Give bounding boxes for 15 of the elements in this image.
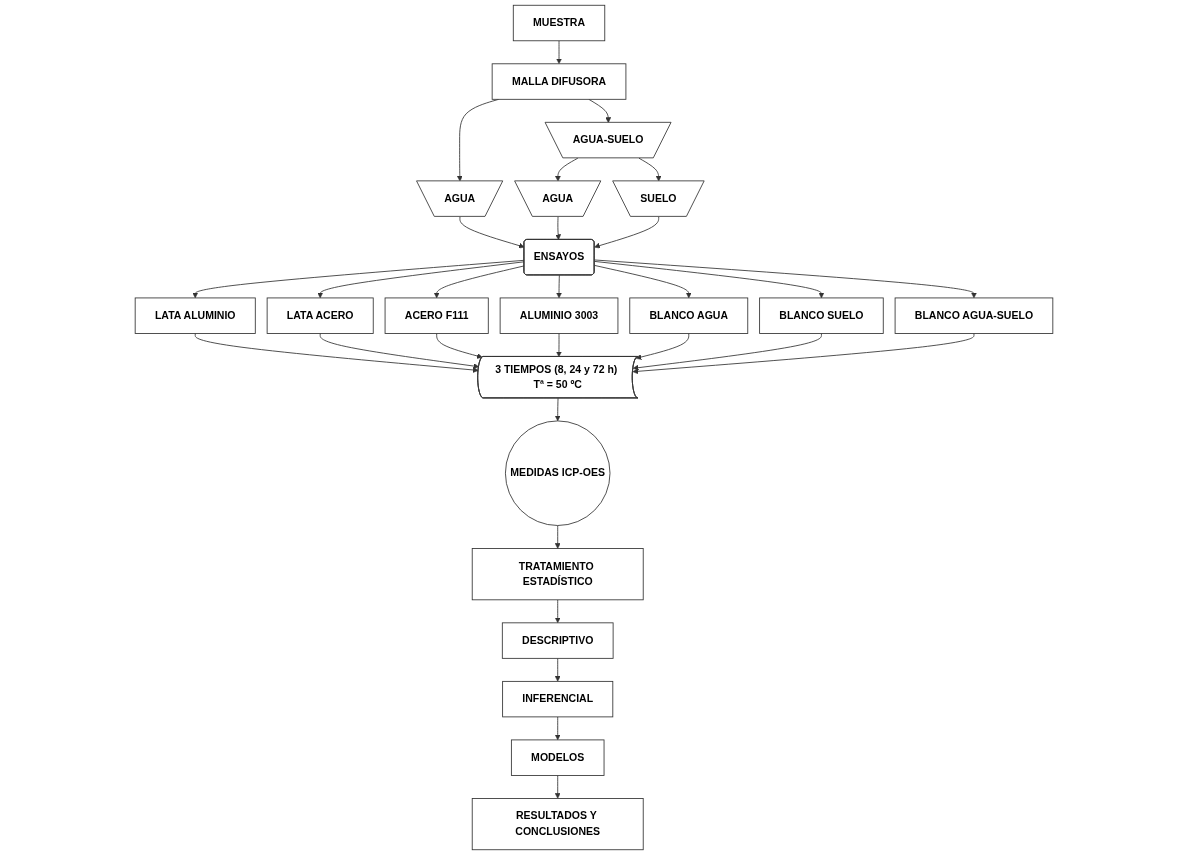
node-box: BLANCO SUELO bbox=[759, 297, 884, 334]
node-box: MODELOS bbox=[510, 739, 605, 776]
node-box: BLANCO AGUA bbox=[629, 297, 749, 334]
node-box: LATA ACERO bbox=[266, 297, 374, 334]
node-circle: MEDIDAS ICP-OES bbox=[505, 420, 611, 526]
node-box: ALUMINIO 3003 bbox=[499, 297, 619, 334]
node-box: RESULTADOS Y CONCLUSIONES bbox=[471, 798, 644, 851]
node-box: ACERO F111 bbox=[384, 297, 489, 334]
node-box: MUESTRA bbox=[512, 4, 606, 42]
node-box: LATA ALUMINIO bbox=[134, 297, 256, 334]
node-box: DESCRIPTIVO bbox=[501, 622, 614, 659]
node-box: BLANCO AGUA-SUELO bbox=[894, 297, 1054, 334]
node-box: TRATAMIENTO ESTADÍSTICO bbox=[471, 548, 644, 601]
node-box: MALLA DIFUSORA bbox=[491, 63, 627, 100]
node-box: INFERENCIAL bbox=[502, 680, 614, 718]
